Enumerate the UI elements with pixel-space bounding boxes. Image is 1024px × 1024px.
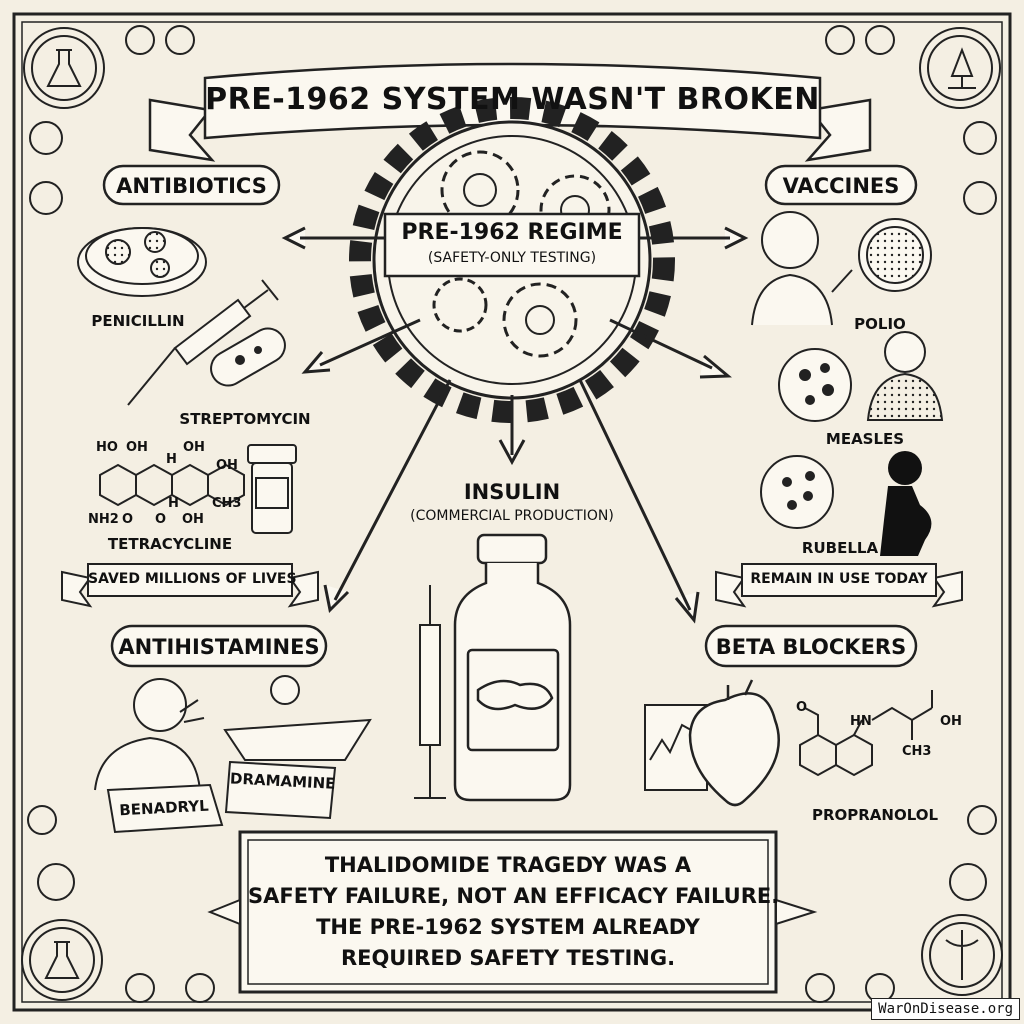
banner-right-ribbon bbox=[715, 563, 963, 608]
propranolol-atom-label: CH3 bbox=[902, 744, 932, 759]
petri-dish-illustration bbox=[77, 227, 207, 297]
conclusion-line-4: REQUIRED SAFETY TESTING. bbox=[340, 946, 676, 970]
boat-illustration bbox=[223, 675, 372, 761]
conclusion-frame bbox=[207, 830, 818, 994]
conclusion-line-1: THALIDOMIDE TRAGEDY WAS A bbox=[324, 853, 692, 877]
polio-label: POLIO bbox=[854, 315, 906, 333]
insulin-bottle-illustration bbox=[453, 533, 572, 802]
tetracycline-atom-label: OH bbox=[126, 440, 148, 455]
tetracycline-structure bbox=[99, 463, 245, 507]
polio-virus-icon bbox=[858, 218, 932, 292]
penicillin-label: PENICILLIN bbox=[91, 312, 185, 330]
arrows bbox=[281, 226, 749, 624]
tetracycline-label: TETRACYCLINE bbox=[107, 535, 233, 553]
beta-blockers-heading: BETA BLOCKERS bbox=[715, 635, 907, 659]
measles-virus-icon bbox=[778, 348, 852, 422]
measles-label: MEASLES bbox=[825, 430, 905, 448]
rash-figure-illustration bbox=[866, 331, 944, 421]
pill-bottle-illustration bbox=[247, 444, 297, 534]
propranolol-atom-label: HN bbox=[850, 714, 872, 729]
tetracycline-atom-label: CH3 bbox=[212, 496, 242, 511]
benadryl-box-illustration bbox=[106, 783, 224, 834]
corner-medallion-br bbox=[805, 805, 1003, 1003]
banner-saved-lives: SAVED MILLIONS OF LIVES bbox=[88, 571, 297, 587]
tetracycline-atom-label: O bbox=[155, 512, 167, 527]
propranolol-label: PROPRANOLOL bbox=[811, 806, 939, 824]
tetracycline-atom-label: OH bbox=[183, 440, 205, 455]
vaccines-heading: VACCINES bbox=[782, 174, 900, 198]
banner-left-ribbon bbox=[61, 563, 319, 608]
rubella-label: RUBELLA bbox=[801, 539, 879, 557]
propranolol-atom-label: OH bbox=[940, 714, 962, 729]
page-title: PRE-1962 SYSTEM WASN'T BROKEN bbox=[205, 82, 820, 117]
insulin-syringe-illustration bbox=[414, 585, 446, 799]
tetracycline-atom-label: H bbox=[168, 496, 179, 511]
tetracycline-atom-label: H bbox=[166, 452, 177, 467]
tetracycline-atom-label: OH bbox=[182, 512, 204, 527]
antihistamines-heading: ANTIHISTAMINES bbox=[118, 635, 320, 659]
corner-medallion-tr bbox=[825, 25, 1001, 215]
banner-in-use-today: REMAIN IN USE TODAY bbox=[750, 571, 928, 587]
corner-medallion-tl bbox=[23, 25, 195, 215]
watermark-link[interactable]: WarOnDisease.org bbox=[871, 998, 1020, 1020]
propranolol-structure bbox=[799, 690, 933, 777]
child-vaccination-illustration bbox=[751, 211, 853, 326]
page-border bbox=[12, 12, 1012, 1012]
tetracycline-atom-label: HO bbox=[96, 440, 118, 455]
center-label-box bbox=[383, 212, 641, 278]
insulin-heading: INSULIN bbox=[463, 480, 561, 504]
tetracycline-atom-label: OH bbox=[216, 458, 238, 473]
propranolol-atom-label: O bbox=[796, 700, 808, 715]
insulin-subtitle: (COMMERCIAL PRODUCTION) bbox=[410, 508, 614, 524]
syringe-illustration bbox=[127, 279, 279, 406]
sneezing-man-illustration bbox=[94, 678, 205, 791]
pregnant-silhouette-icon bbox=[880, 451, 932, 556]
rubella-virus-icon bbox=[760, 455, 834, 529]
bacterium-illustration bbox=[210, 327, 286, 387]
heart-illustration bbox=[688, 679, 780, 807]
streptomycin-label: STREPTOMYCIN bbox=[179, 410, 311, 428]
conclusion-line-3: THE PRE-1962 SYSTEM ALREADY bbox=[316, 915, 700, 939]
section-heading-pills bbox=[102, 164, 918, 668]
antibiotics-heading: ANTIBIOTICS bbox=[116, 174, 267, 198]
center-title: PRE-1962 REGIME bbox=[401, 220, 623, 245]
corner-medallion-bl bbox=[21, 805, 215, 1003]
conclusion-line-2: SAFETY FAILURE, NOT AN EFFICACY FAILURE. bbox=[248, 884, 780, 908]
tetracycline-atom-label: NH2 bbox=[88, 512, 119, 527]
center-subtitle: (SAFETY-ONLY TESTING) bbox=[427, 250, 597, 266]
dramamine-box-illustration bbox=[224, 760, 337, 820]
tetracycline-atom-label: O bbox=[122, 512, 134, 527]
